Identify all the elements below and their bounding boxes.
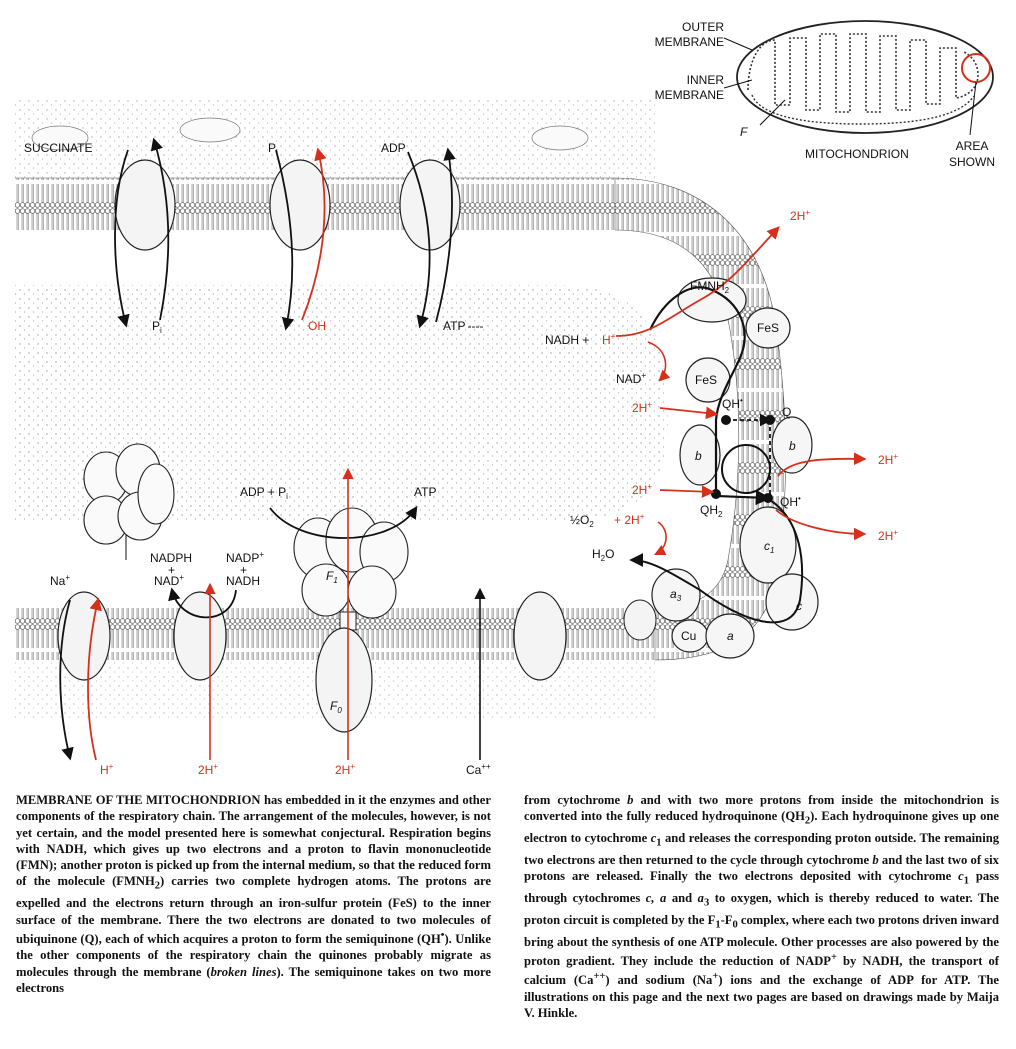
- fmnh2-protein: [677, 277, 747, 323]
- nadph-label: NADPH: [150, 551, 192, 565]
- b1-label: b: [695, 449, 702, 463]
- ca-label: Ca++: [466, 762, 491, 777]
- mitochondrial-membrane-diagram: OUTER MEMBRANE INNER MEMBRANE F MITOCHON…: [15, 20, 995, 777]
- caption-right-column: from cytochrome b and with two more prot…: [524, 793, 1000, 1021]
- oh-label: OH: [308, 319, 326, 333]
- mitochondrion-label: MITOCHONDRION: [805, 147, 909, 161]
- b2-label: b: [789, 439, 796, 453]
- respiratory-chain: 2H+ FMNH2 NADH + H+ FeS NAD+ FeS 2H+ QH•…: [545, 208, 898, 659]
- h2-o2-label: + 2H+: [614, 512, 645, 527]
- transhydrogenase-complex: [83, 443, 175, 560]
- adp-label: ADP: [381, 141, 406, 155]
- plus1-label: +: [168, 563, 175, 577]
- fmnh2-label: FMNH2: [690, 279, 730, 295]
- qh-dot2-label: QH•: [780, 494, 801, 509]
- atp-upper-label: ATP----: [443, 319, 483, 333]
- a-label: a: [727, 629, 734, 643]
- nadh-lower-label: NADH: [226, 574, 260, 588]
- f0-label: F0: [330, 699, 342, 715]
- h-plus-lower-label: H+: [100, 762, 114, 777]
- outer-membrane-shape: [736, 20, 994, 134]
- fes-protein-1: [745, 307, 791, 349]
- outer-membrane-label-1: OUTER: [682, 20, 724, 34]
- inset-f-label: F: [740, 125, 748, 139]
- fes1-label: FeS: [757, 321, 779, 335]
- lower-membrane-components: ADP + Pi ATP NADPH + NAD+ NADP+ + NADH N…: [50, 443, 657, 777]
- cytochrome-c: [765, 573, 819, 631]
- plus2-label: +: [240, 563, 247, 577]
- h-plus-label: H+: [602, 332, 616, 347]
- nad-plus-lower-label: NAD+: [154, 573, 184, 588]
- pi-bottom-label: Pi: [152, 319, 162, 335]
- cytochrome-c1: [739, 506, 797, 584]
- qh-dot-label: QH•: [722, 396, 743, 411]
- h2-top-label: 2H+: [790, 208, 810, 223]
- cytochrome-b-1: [679, 424, 721, 486]
- outer-membrane-label-2: MEMBRANE: [655, 35, 724, 49]
- na-label: Na+: [50, 573, 70, 588]
- half-o2-label: ½O2: [570, 513, 594, 529]
- succinate-label: SUCCINATE: [24, 141, 92, 155]
- cu-label: Cu: [681, 629, 696, 643]
- caption-lead: MEMBRANE OF THE MITOCHONDRION: [16, 793, 261, 807]
- h2-lower-b-label: 2H+: [335, 762, 355, 777]
- area-shown-label-1: AREA: [956, 139, 989, 153]
- cytochrome-a: [705, 613, 755, 659]
- adp-pi-label: ADP + Pi: [240, 485, 288, 501]
- nadh-label: NADH +: [545, 333, 589, 347]
- caption-left-column: MEMBRANE OF THE MITOCHONDRION has embedd…: [16, 793, 491, 995]
- nad-label: NAD+: [616, 371, 646, 386]
- inner-membrane-label-1: INNER: [687, 73, 725, 87]
- f1-label: F1: [326, 569, 338, 585]
- fes2-label: FeS: [695, 373, 717, 387]
- h2-left1-label: 2H+: [632, 400, 652, 415]
- upper-transporters: SUCCINATE Pi ADP Pi OH ATP----: [24, 117, 589, 335]
- cytochrome-b-2: [771, 416, 813, 474]
- c-label: c: [796, 599, 802, 613]
- inner-membrane-label-2: MEMBRANE: [655, 88, 724, 102]
- inner-membrane-cristae: [747, 33, 979, 113]
- atp-lower-label: ATP: [414, 485, 436, 499]
- area-shown-label-2: SHOWN: [949, 155, 995, 169]
- a3-label: a3: [670, 587, 682, 603]
- pi-top-label: Pi: [268, 141, 278, 157]
- q-label: Q: [782, 405, 791, 419]
- nadp-plus-label: NADP+: [226, 550, 264, 565]
- h2-right2-label: 2H+: [878, 528, 898, 543]
- h2o-label: H2O: [592, 547, 614, 563]
- f0-subunit: [315, 627, 373, 733]
- h2-right1-label: 2H+: [878, 452, 898, 467]
- c1-label: c1: [764, 539, 774, 555]
- inset-mitochondrion: OUTER MEMBRANE INNER MEMBRANE F MITOCHON…: [655, 20, 995, 169]
- qh2-label: QH2: [700, 503, 723, 519]
- h2-lower-a-label: 2H+: [198, 762, 218, 777]
- h2-left2-label: 2H+: [632, 482, 652, 497]
